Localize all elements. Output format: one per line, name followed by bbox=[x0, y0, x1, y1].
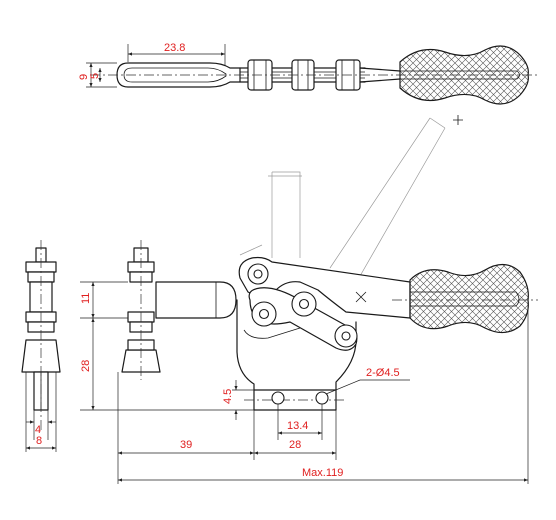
dim-hole-spacing: 13.4 bbox=[287, 420, 308, 432]
handle-loop-inner bbox=[123, 67, 227, 83]
dim-handle-inner-height: 5 bbox=[89, 73, 101, 79]
dim-spindle-body-width: 8 bbox=[36, 435, 42, 447]
spindle-front-view bbox=[21, 240, 61, 430]
clamp-body bbox=[236, 299, 357, 391]
handle-grip-core bbox=[400, 70, 520, 80]
handle-taper bbox=[359, 67, 401, 83]
side-view bbox=[155, 256, 538, 411]
dim-spindle-offset: 39 bbox=[180, 439, 192, 451]
dim-handle-outer-height: 9 bbox=[78, 74, 90, 80]
top-dimensions: 23.8 9 5 bbox=[78, 42, 226, 88]
dim-handle-loop-length: 23.8 bbox=[164, 42, 185, 54]
dim-base-width: 28 bbox=[289, 439, 301, 451]
dim-hole-callout: 2-Ø4.5 bbox=[366, 367, 400, 379]
dim-base-thickness: 4.5 bbox=[222, 389, 234, 404]
dim-spindle-height: 11 bbox=[80, 293, 92, 304]
side-grip bbox=[409, 263, 529, 334]
spindle-arm bbox=[155, 281, 237, 319]
base-hole-1 bbox=[271, 391, 285, 405]
top-view bbox=[90, 45, 538, 125]
side-dimensions: 11 28 4.5 4 8 39 28 13.4 2-Ø4.5 Max bbox=[25, 281, 529, 484]
dim-max-length: Max.119 bbox=[302, 467, 343, 479]
body-inner-line bbox=[243, 327, 301, 339]
handle-loop bbox=[116, 62, 241, 88]
dim-spindle-to-base: 28 bbox=[80, 360, 92, 372]
dim-spindle-tip-width: 4 bbox=[35, 424, 41, 436]
top-centermark bbox=[453, 115, 463, 125]
open-position-ghost bbox=[239, 117, 446, 291]
arm-spindle bbox=[121, 240, 161, 380]
